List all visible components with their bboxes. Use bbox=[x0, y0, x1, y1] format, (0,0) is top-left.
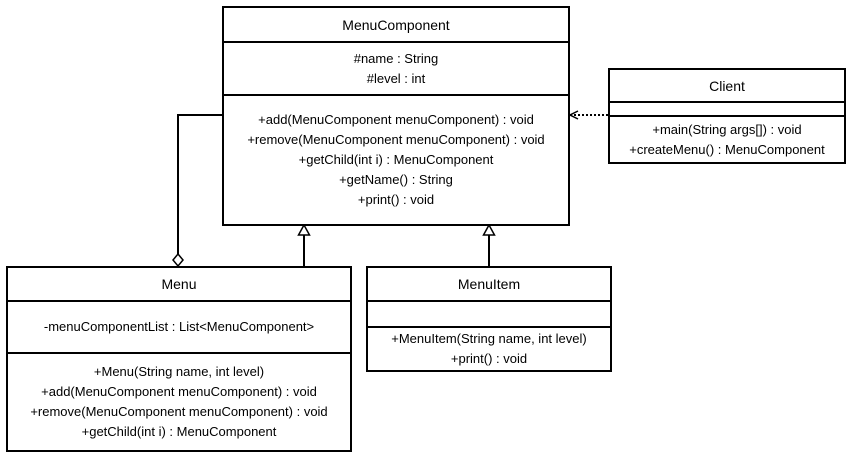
attribute: #level : int bbox=[366, 70, 426, 86]
operation: +getName() : String bbox=[339, 172, 453, 187]
aggregation-menu-menucomponent bbox=[172, 114, 222, 268]
operation: +add(MenuComponent menuComponent) : void bbox=[258, 112, 534, 127]
operation: +add(MenuComponent menuComponent) : void bbox=[41, 384, 317, 399]
operations-section: +Menu(String name, int level) +add(MenuC… bbox=[8, 352, 350, 450]
class-client[interactable]: Client +main(String args[]) : void +crea… bbox=[608, 68, 846, 164]
operation: +remove(MenuComponent menuComponent) : v… bbox=[247, 132, 545, 147]
operations-section: +MenuItem(String name, int level) +print… bbox=[368, 326, 610, 370]
class-name-section: MenuItem bbox=[368, 268, 610, 300]
attribute: #name : String bbox=[353, 50, 439, 66]
operations-section: +add(MenuComponent menuComponent) : void… bbox=[224, 94, 568, 224]
attributes-section: -menuComponentList : List<MenuComponent> bbox=[8, 300, 350, 352]
operation: +createMenu() : MenuComponent bbox=[629, 141, 825, 157]
operation: +print() : void bbox=[450, 351, 528, 366]
class-name-section: MenuComponent bbox=[224, 8, 568, 41]
operation: +main(String args[]) : void bbox=[652, 121, 802, 137]
attribute: -menuComponentList : List<MenuComponent> bbox=[43, 319, 315, 334]
operation: +print() : void bbox=[357, 192, 435, 207]
class-name-section: Menu bbox=[8, 268, 350, 300]
operation: +MenuItem(String name, int level) bbox=[391, 331, 587, 346]
class-name: Menu bbox=[161, 276, 197, 292]
operation: +getChild(int i) : MenuComponent bbox=[81, 424, 277, 439]
operations-section: +main(String args[]) : void +createMenu(… bbox=[610, 115, 844, 162]
class-name: MenuComponent bbox=[342, 16, 450, 33]
class-menu[interactable]: Menu -menuComponentList : List<MenuCompo… bbox=[6, 266, 352, 452]
attributes-section: #name : String #level : int bbox=[224, 41, 568, 94]
attributes-section bbox=[368, 300, 610, 326]
generalization-menuitem-menucomponent bbox=[482, 223, 496, 266]
class-name: Client bbox=[709, 77, 745, 94]
operation: +Menu(String name, int level) bbox=[93, 364, 265, 379]
attributes-section bbox=[610, 101, 844, 115]
class-name: MenuItem bbox=[457, 276, 521, 292]
class-name-section: Client bbox=[610, 70, 844, 101]
operation: +remove(MenuComponent menuComponent) : v… bbox=[30, 404, 328, 419]
class-menucomponent[interactable]: MenuComponent #name : String #level : in… bbox=[222, 6, 570, 226]
operation: +getChild(int i) : MenuComponent bbox=[298, 152, 494, 167]
generalization-menu-menucomponent bbox=[297, 223, 311, 266]
class-menuitem[interactable]: MenuItem +MenuItem(String name, int leve… bbox=[366, 266, 612, 372]
